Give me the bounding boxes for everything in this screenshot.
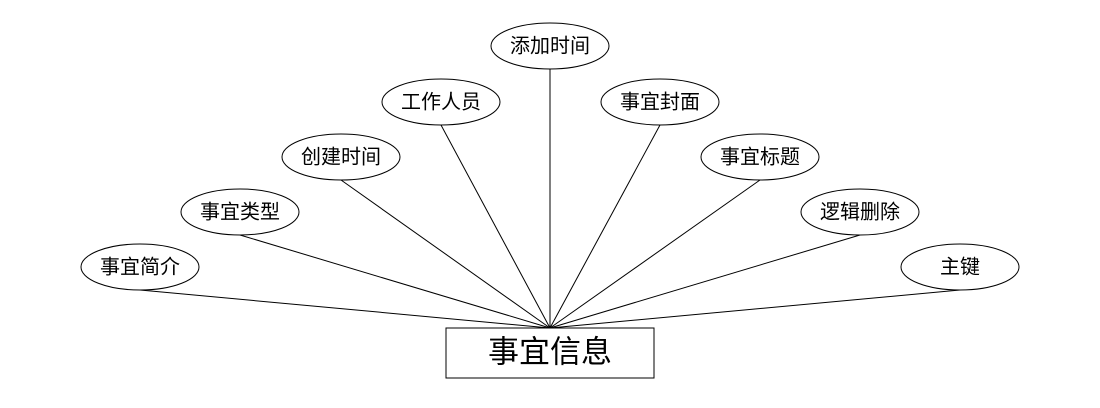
attribute-label: 事宜类型 — [200, 200, 280, 224]
attribute-ellipse — [700, 133, 820, 181]
connector-intro — [139, 289, 551, 329]
attribute-intro: 事宜简介 — [80, 243, 200, 291]
connector-created — [340, 179, 551, 329]
attribute-title: 事宜标题 — [700, 133, 820, 181]
attribute-ellipse — [381, 78, 501, 126]
attribute-cover: 事宜封面 — [600, 78, 720, 126]
connector-lines — [139, 68, 961, 329]
connector-staff — [440, 124, 551, 329]
attribute-label: 创建时间 — [301, 145, 381, 169]
connector-cover — [549, 124, 661, 329]
attribute-primary-key: 主键 — [900, 243, 1020, 291]
attribute-added: 添加时间 — [490, 22, 610, 70]
attribute-ellipse — [490, 22, 610, 70]
attribute-created: 创建时间 — [281, 133, 401, 181]
attribute-label: 逻辑删除 — [820, 200, 900, 224]
attribute-ellipse — [900, 243, 1020, 291]
entity-label: 事宜信息 — [488, 335, 612, 371]
attribute-type: 事宜类型 — [180, 188, 300, 236]
attribute-label: 事宜封面 — [620, 90, 700, 114]
connector-type — [239, 234, 551, 329]
attribute-ellipse — [281, 133, 401, 181]
attribute-ellipse — [80, 243, 200, 291]
entity-box — [445, 327, 655, 379]
attribute-ellipse — [600, 78, 720, 126]
connector-logic-delete — [549, 234, 861, 329]
connector-title — [549, 179, 761, 329]
attribute-staff: 工作人员 — [381, 78, 501, 126]
attribute-ellipse — [800, 188, 920, 236]
attribute-label: 主键 — [940, 255, 980, 279]
attribute-ellipse — [180, 188, 300, 236]
attribute-label: 事宜标题 — [720, 145, 800, 169]
attribute-label: 事宜简介 — [100, 255, 180, 279]
connector-primary-key — [549, 289, 961, 329]
attribute-label: 添加时间 — [510, 34, 590, 58]
attribute-logic-delete: 逻辑删除 — [800, 188, 920, 236]
attribute-label: 工作人员 — [401, 90, 481, 114]
entity: 事宜信息 — [445, 327, 655, 379]
